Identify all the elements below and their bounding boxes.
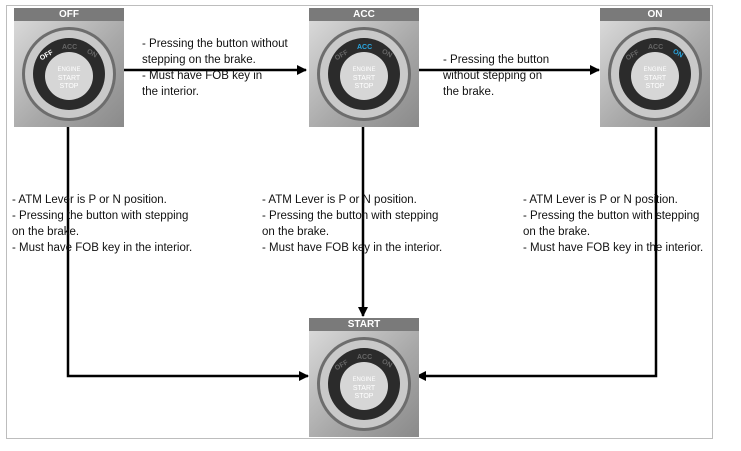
ring-label-acc: ACC bbox=[648, 44, 663, 51]
note-line: - Pressing the button with stepping bbox=[523, 210, 700, 222]
note-acc-to-start: - ATM Lever is P or N position. - Pressi… bbox=[262, 192, 442, 256]
button-face-line2: START bbox=[353, 385, 376, 392]
note-line: on the brake. bbox=[523, 226, 591, 238]
note-off-to-acc: - Pressing the button without stepping o… bbox=[142, 36, 288, 100]
note-line: - Pressing the button bbox=[443, 54, 550, 66]
button-face-line3: STOP bbox=[60, 83, 79, 90]
state-off-panel: OFF OFF ACC ON ENGINE START STOP bbox=[14, 8, 124, 127]
note-line: the brake. bbox=[443, 86, 495, 98]
button-face-line1: ENGINE bbox=[352, 377, 375, 383]
note-line: - ATM Lever is P or N position. bbox=[262, 194, 417, 206]
ring-label-acc: ACC bbox=[62, 44, 77, 51]
ring-label-acc: ACC bbox=[357, 354, 372, 361]
start-button-image: OFF ACC ON ENGINE START STOP bbox=[309, 21, 419, 127]
state-start-title: START bbox=[309, 318, 419, 331]
note-acc-to-on: - Pressing the button without stepping o… bbox=[443, 52, 549, 100]
button-face-line3: STOP bbox=[355, 83, 374, 90]
diagram-frame bbox=[6, 5, 713, 439]
start-button-image: OFF ACC ON ENGINE START STOP bbox=[600, 21, 710, 127]
state-on-title: ON bbox=[600, 8, 710, 21]
note-off-to-start: - ATM Lever is P or N position. - Pressi… bbox=[12, 192, 192, 256]
note-line: - Must have FOB key in bbox=[142, 70, 263, 82]
ring-label-on: ON bbox=[671, 48, 684, 59]
start-button-image: OFF ACC ON ENGINE START STOP bbox=[14, 21, 124, 127]
ring-label-on: ON bbox=[380, 48, 393, 59]
start-button-image: OFF ACC ON ENGINE START STOP bbox=[309, 331, 419, 437]
note-line: on the brake. bbox=[12, 226, 80, 238]
state-acc-title: ACC bbox=[309, 8, 419, 21]
state-acc-panel: ACC OFF ACC ON ENGINE START STOP bbox=[309, 8, 419, 127]
button-face-line3: STOP bbox=[646, 83, 665, 90]
button-face-line2: START bbox=[644, 75, 667, 82]
note-line: - ATM Lever is P or N position. bbox=[12, 194, 167, 206]
button-face-line2: START bbox=[353, 75, 376, 82]
note-line: - Pressing the button with stepping bbox=[12, 210, 189, 222]
note-line: - ATM Lever is P or N position. bbox=[523, 194, 678, 206]
note-line: - Must have FOB key in the interior. bbox=[262, 242, 443, 254]
button-face-line2: START bbox=[58, 75, 81, 82]
button-face-line1: ENGINE bbox=[352, 67, 375, 73]
note-line: on the brake. bbox=[262, 226, 330, 238]
note-line: stepping on the brake. bbox=[142, 54, 256, 66]
button-face-line1: ENGINE bbox=[643, 67, 666, 73]
ring-label-acc: ACC bbox=[357, 44, 372, 51]
note-line: - Pressing the button without bbox=[142, 38, 288, 50]
note-line: the interior. bbox=[142, 86, 199, 98]
note-on-to-start: - ATM Lever is P or N position. - Pressi… bbox=[523, 192, 703, 256]
button-face-line3: STOP bbox=[355, 393, 374, 400]
engine-button-icon: OFF ACC ON ENGINE START STOP bbox=[317, 27, 411, 121]
note-line: - Must have FOB key in the interior. bbox=[523, 242, 704, 254]
engine-button-icon: OFF ACC ON ENGINE START STOP bbox=[317, 337, 411, 431]
engine-button-icon: OFF ACC ON ENGINE START STOP bbox=[22, 27, 116, 121]
state-off-title: OFF bbox=[14, 8, 124, 21]
state-on-panel: ON OFF ACC ON ENGINE START STOP bbox=[600, 8, 710, 127]
note-line: - Pressing the button with stepping bbox=[262, 210, 439, 222]
ring-label-on: ON bbox=[85, 48, 98, 59]
state-start-panel: START OFF ACC ON ENGINE START STOP bbox=[309, 318, 419, 437]
note-line: without stepping on bbox=[443, 70, 543, 82]
arrow-off-to-start bbox=[66, 127, 309, 381]
ring-label-on: ON bbox=[380, 358, 393, 369]
arrow-on-to-start bbox=[416, 127, 658, 381]
note-line: - Must have FOB key in the interior. bbox=[12, 242, 193, 254]
button-face-line1: ENGINE bbox=[57, 67, 80, 73]
engine-button-icon: OFF ACC ON ENGINE START STOP bbox=[608, 27, 702, 121]
